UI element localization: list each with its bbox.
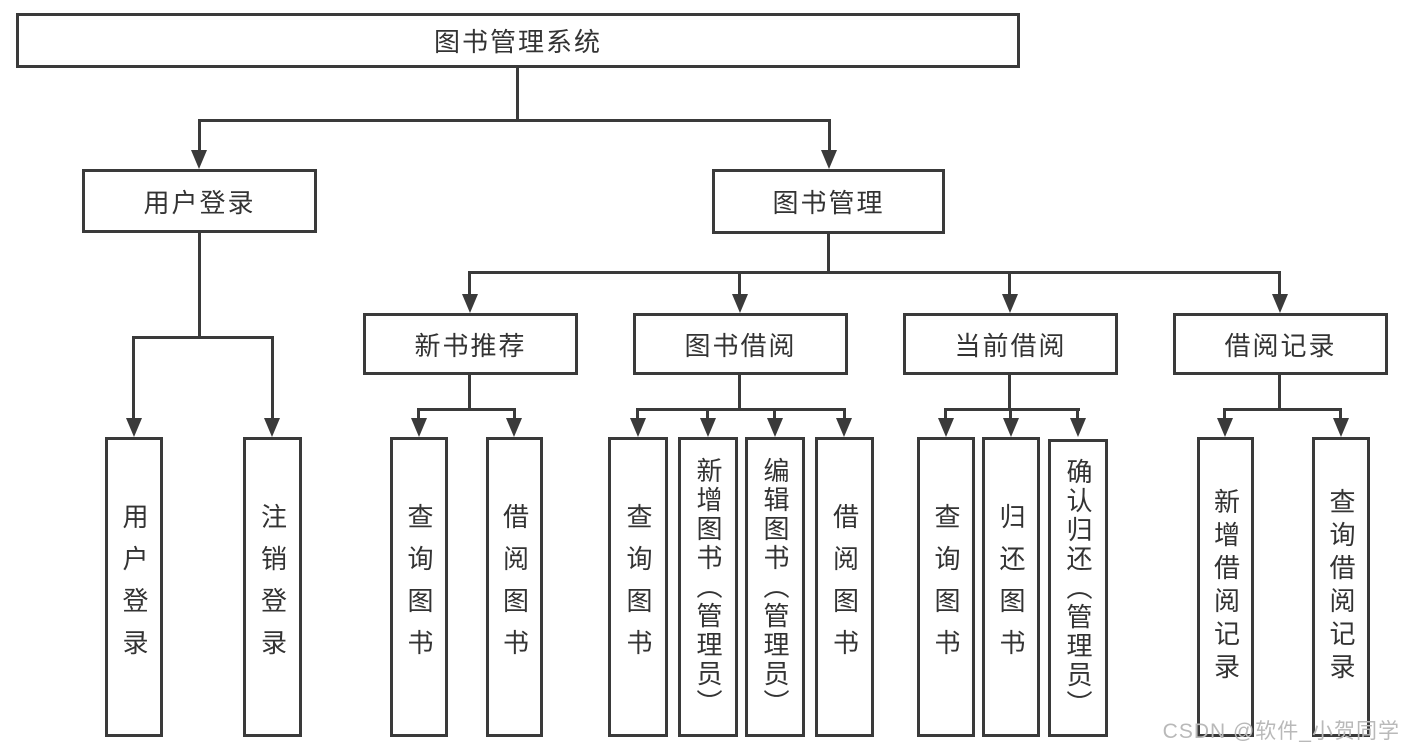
connector-line bbox=[1009, 408, 1012, 424]
connector-line bbox=[1339, 408, 1342, 424]
connector-line bbox=[468, 375, 471, 410]
arrow-down-icon bbox=[1070, 418, 1086, 437]
arrow-down-icon bbox=[1003, 418, 1019, 437]
leaf-confirm-return-admin-label: 确认归还（管理员） bbox=[1063, 457, 1093, 719]
leaf-add-book-admin-label: 新增图书（管理员） bbox=[693, 456, 723, 718]
leaf-query-book-label: 查询图书 bbox=[931, 503, 961, 671]
node-new-book-recommend-label: 新书推荐 bbox=[414, 330, 527, 361]
connector-line bbox=[198, 119, 201, 155]
connector-line bbox=[1278, 271, 1281, 300]
arrow-down-icon bbox=[1002, 294, 1018, 313]
csdn-watermark: CSDN @软件_小贺同学 bbox=[1162, 720, 1400, 743]
connector-line bbox=[828, 119, 831, 155]
arrow-down-icon bbox=[630, 418, 646, 437]
arrow-down-icon bbox=[767, 418, 783, 437]
arrow-down-icon bbox=[1217, 418, 1233, 437]
connector-line bbox=[1008, 375, 1011, 410]
connector-line bbox=[1278, 375, 1281, 410]
leaf-return-book-label: 归还图书 bbox=[996, 503, 1026, 671]
leaf-query-book-label: 查询图书 bbox=[404, 503, 434, 671]
connector-line bbox=[636, 408, 639, 424]
arrow-down-icon bbox=[1333, 418, 1349, 437]
arrow-down-icon bbox=[411, 418, 427, 437]
node-book-borrow: 图书借阅 bbox=[633, 313, 848, 375]
arrow-down-icon bbox=[1272, 294, 1288, 313]
leaf-user-login-label: 用户登录 bbox=[119, 503, 149, 671]
connector-line bbox=[1223, 408, 1226, 424]
node-user-login: 用户登录 bbox=[82, 169, 317, 233]
leaf-query-borrow-record: 查询借阅记录 bbox=[1312, 437, 1370, 737]
connector-line bbox=[944, 408, 947, 424]
arrow-down-icon bbox=[821, 150, 837, 169]
arrow-down-icon bbox=[836, 418, 852, 437]
leaf-return-book: 归还图书 bbox=[982, 437, 1040, 737]
leaf-confirm-return-admin: 确认归还（管理员） bbox=[1048, 439, 1108, 737]
leaf-logout-login: 注销登录 bbox=[243, 437, 302, 737]
arrow-down-icon bbox=[462, 294, 478, 313]
node-root-label: 图书管理系统 bbox=[433, 27, 602, 57]
connector-line bbox=[1008, 271, 1011, 300]
connector-line bbox=[516, 68, 519, 120]
node-current-borrow: 当前借阅 bbox=[903, 313, 1118, 375]
connector-line bbox=[132, 336, 135, 424]
leaf-borrow-book-label: 借阅图书 bbox=[829, 503, 860, 671]
node-new-book-recommend: 新书推荐 bbox=[363, 313, 578, 375]
leaf-edit-book-admin: 编辑图书（管理员） bbox=[745, 437, 805, 737]
connector-line bbox=[738, 375, 741, 410]
arrow-down-icon bbox=[126, 418, 142, 437]
node-root: 图书管理系统 bbox=[16, 13, 1020, 68]
node-borrow-records-label: 借阅记录 bbox=[1224, 330, 1337, 361]
connector-line bbox=[945, 408, 1080, 411]
connector-line bbox=[271, 336, 274, 424]
connector-line bbox=[773, 408, 776, 424]
leaf-logout-login-label: 注销登录 bbox=[257, 503, 288, 671]
node-book-management: 图书管理 bbox=[712, 169, 945, 234]
connector-line bbox=[133, 336, 274, 339]
leaf-query-book-label: 查询图书 bbox=[623, 503, 653, 671]
leaf-query-borrow-record-label: 查询借阅记录 bbox=[1326, 488, 1356, 686]
connector-line bbox=[738, 271, 741, 300]
arrow-down-icon bbox=[191, 150, 207, 169]
connector-line bbox=[1076, 408, 1079, 424]
connector-line bbox=[418, 408, 516, 411]
leaf-query-book: 查询图书 bbox=[608, 437, 668, 737]
connector-line bbox=[469, 271, 1281, 274]
connector-line bbox=[417, 408, 420, 424]
leaf-borrow-book: 借阅图书 bbox=[815, 437, 874, 737]
leaf-user-login: 用户登录 bbox=[105, 437, 163, 737]
leaf-borrow-book-label: 借阅图书 bbox=[499, 503, 530, 671]
leaf-add-borrow-record-label: 新增借阅记录 bbox=[1210, 488, 1241, 686]
connector-line bbox=[513, 408, 516, 424]
connector-line bbox=[1224, 408, 1342, 411]
arrow-down-icon bbox=[938, 418, 954, 437]
node-book-management-label: 图书管理 bbox=[772, 188, 885, 218]
node-user-login-label: 用户登录 bbox=[143, 187, 256, 218]
connector-line bbox=[198, 119, 831, 122]
node-book-borrow-label: 图书借阅 bbox=[684, 330, 797, 361]
arrow-down-icon bbox=[732, 294, 748, 313]
leaf-query-book: 查询图书 bbox=[917, 437, 975, 737]
leaf-edit-book-admin-label: 编辑图书（管理员） bbox=[760, 456, 790, 718]
leaf-add-book-admin: 新增图书（管理员） bbox=[678, 437, 738, 737]
connector-line bbox=[706, 408, 709, 424]
connector-line bbox=[843, 408, 846, 424]
node-current-borrow-label: 当前借阅 bbox=[954, 330, 1067, 361]
leaf-add-borrow-record: 新增借阅记录 bbox=[1197, 437, 1254, 737]
connector-line bbox=[468, 271, 471, 300]
arrow-down-icon bbox=[700, 418, 716, 437]
arrow-down-icon bbox=[506, 418, 522, 437]
leaf-borrow-book: 借阅图书 bbox=[486, 437, 543, 737]
connector-line bbox=[198, 233, 201, 338]
node-borrow-records: 借阅记录 bbox=[1173, 313, 1388, 375]
connector-line bbox=[637, 408, 846, 411]
arrow-down-icon bbox=[264, 418, 280, 437]
connector-line bbox=[827, 234, 830, 274]
leaf-query-book: 查询图书 bbox=[390, 437, 448, 737]
